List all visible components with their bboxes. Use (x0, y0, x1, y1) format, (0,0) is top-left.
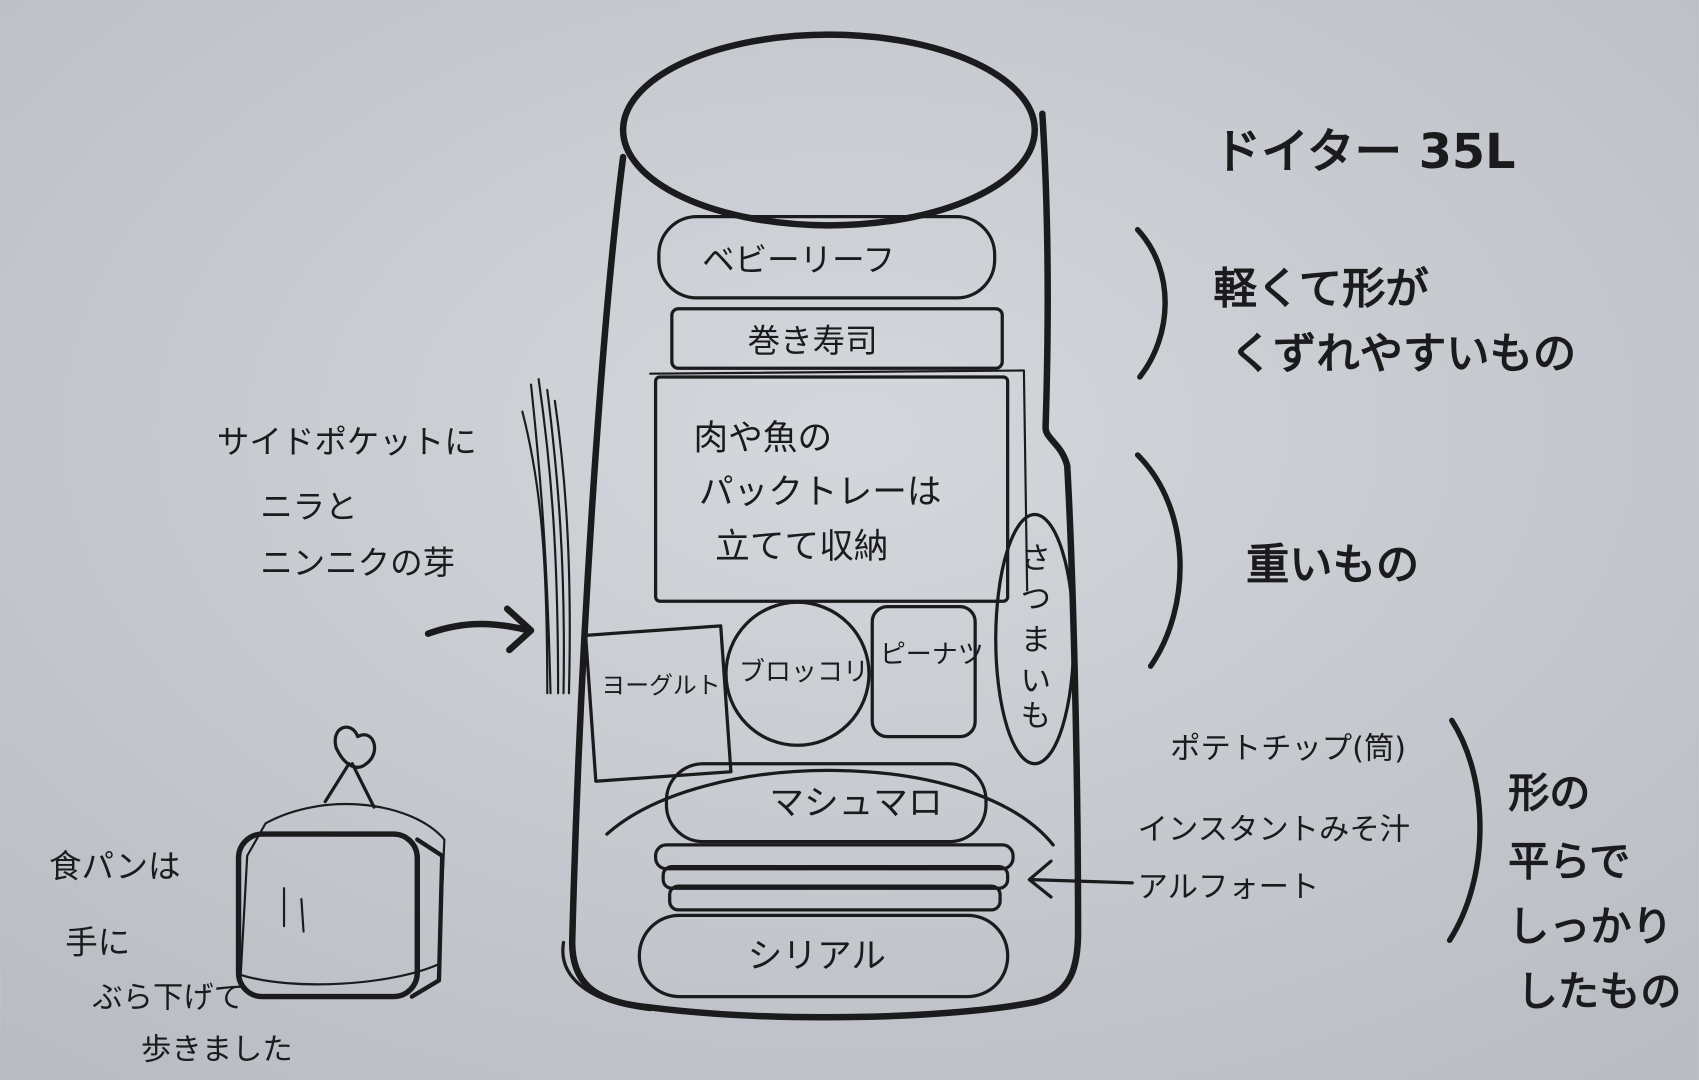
side-pocket-greens (521, 378, 571, 695)
flat-item-alfort: アルフォート (1138, 870, 1320, 905)
meat-tray-shape (653, 375, 1010, 603)
zone-top-label-2: くずれやすいもの (1230, 329, 1577, 379)
zone-brackets (1134, 226, 1483, 943)
item-sweet-potato-3: ま (1021, 623, 1051, 658)
peanuts-shape (870, 604, 977, 739)
flat-item-miso-soup: インスタントみそ汁 (1138, 813, 1410, 848)
zone-top-label-1: 軽くて形が (1213, 264, 1429, 314)
bread-note-2: 手に (65, 923, 130, 961)
zone-bottom-label-1: 形の (1508, 769, 1590, 817)
item-marshmallow: マシュマロ (769, 784, 942, 824)
backpack-outline (561, 31, 1082, 1021)
item-sweet-potato-4: い (1021, 664, 1051, 699)
item-broccoli: ブロッコリ (739, 657, 869, 687)
side-pocket-note-1: サイドポケットに (217, 423, 477, 461)
item-cereal: シリアル (748, 936, 886, 976)
baby-leaf-shape (657, 215, 997, 300)
flat-item-potato-chips: ポテトチップ(筒) (1170, 731, 1406, 766)
backpack-title: ドイター 35L (1213, 125, 1515, 180)
item-meat-1: 肉や魚の (694, 419, 833, 459)
arrow-to-side-pocket (424, 605, 535, 654)
item-peanuts: ピーナツ (880, 640, 984, 670)
side-pocket-note-3: ニンニクの芽 (260, 544, 455, 582)
bread-bag-sketch (235, 725, 446, 1000)
flat-items-stack (653, 843, 1015, 912)
zone-bottom-label-3: しっかり (1508, 902, 1673, 950)
item-meat-3: 立てて収納 (715, 527, 888, 567)
side-pocket-note-2: ニラと (260, 488, 357, 526)
bread-note-1: 食パンは (49, 847, 181, 885)
item-sweet-potato-1: さ (1021, 542, 1051, 577)
item-meat-2: パックトレーは (699, 473, 942, 513)
item-sweet-potato-2: つ (1021, 582, 1051, 617)
item-maki: 巻き寿司 (748, 322, 878, 360)
zone-bottom-label-4: したもの (1517, 967, 1682, 1015)
item-sweet-potato-5: も (1021, 699, 1051, 734)
cereal-shape (637, 913, 1010, 999)
item-yogurt: ヨーグルト (601, 671, 720, 699)
yogurt-shape (584, 624, 733, 783)
zone-bottom-label-2: 平らで (1508, 837, 1630, 885)
maki-shape (670, 307, 1004, 370)
item-baby-leaf: ベビーリーフ (702, 241, 895, 279)
broccoli-shape (724, 600, 871, 747)
marshmallow-shape (664, 762, 988, 844)
arrow-to-flat-items (1027, 859, 1134, 899)
zone-middle-label: 重いもの (1246, 541, 1419, 591)
bread-note-3: ぶら下げて (92, 980, 244, 1015)
sweet-potato-shape (994, 512, 1076, 766)
bread-note-4: 歩きました (141, 1032, 293, 1067)
